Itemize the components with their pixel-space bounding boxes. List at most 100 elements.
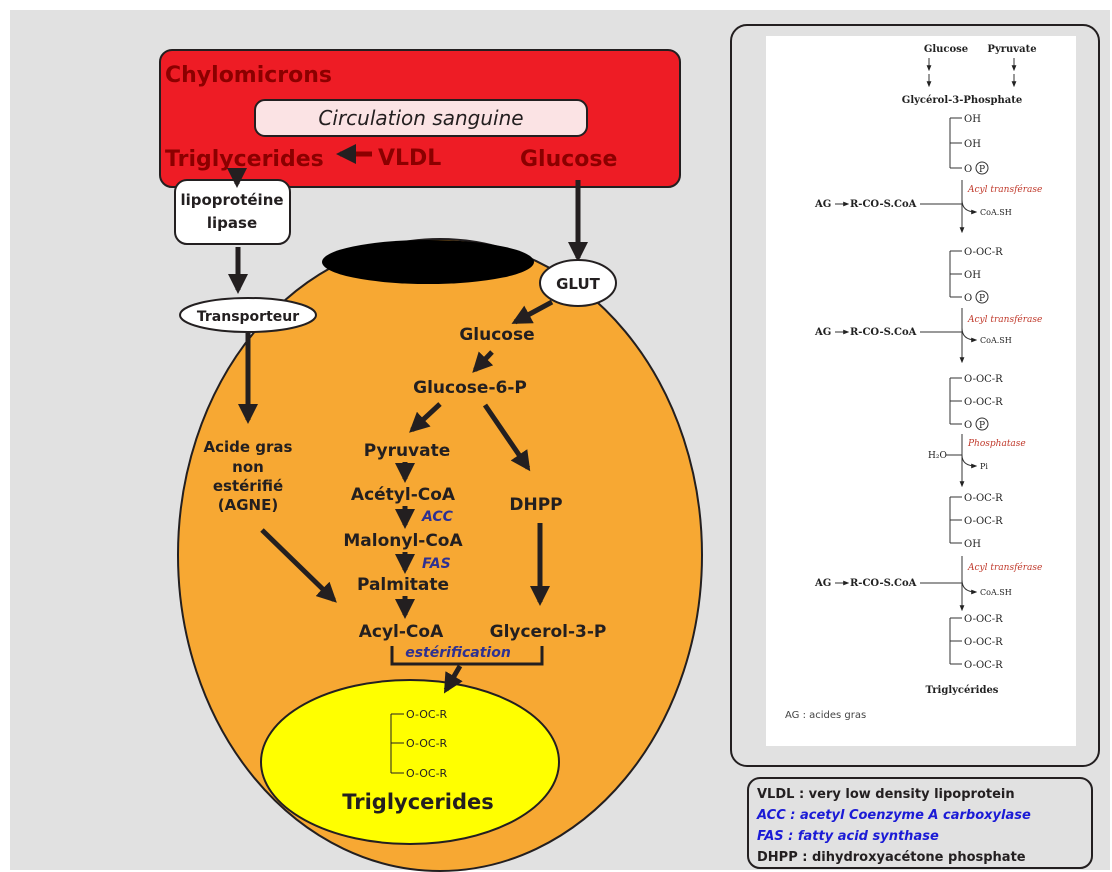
r-step4-coash-arrow xyxy=(961,579,978,595)
r-step4-coash: CoA.SH xyxy=(980,588,1012,597)
arrow-glucose-g6p xyxy=(472,350,494,373)
malonylcoa-label: Malonyl-CoA xyxy=(343,531,463,551)
r-step1-enzyme: Acyl transférase xyxy=(967,184,1042,195)
r-structure-3 xyxy=(949,377,962,425)
r-s5-line2: O-OC-R xyxy=(964,637,1003,648)
left-diagram: Chylomicrons Circulation sanguine Trigly… xyxy=(159,49,703,872)
r-phosphate-circle-3 xyxy=(975,417,989,431)
r-s5-line1: O-OC-R xyxy=(964,614,1003,625)
circulation-label: Circulation sanguine xyxy=(318,106,523,130)
r-phosphate-circle-1 xyxy=(975,161,989,175)
r-phosphate-2: P xyxy=(979,294,985,304)
r-pyruvate-label: Pyruvate xyxy=(987,44,1036,55)
dhpp-label: DHPP xyxy=(509,495,562,515)
pyruvate-label: Pyruvate xyxy=(364,441,451,461)
r-step1-rcoscoa: R-CO-S.CoA xyxy=(850,199,917,210)
r-s3-line2: O-OC-R xyxy=(964,397,1003,408)
lipid-droplet xyxy=(260,679,560,845)
glut-ellipse xyxy=(539,259,617,307)
r-structure-1 xyxy=(949,117,962,169)
r-step3-enzyme: Phosphatase xyxy=(967,439,1026,449)
r-step2-rcoscoa: R-CO-S.CoA xyxy=(850,327,917,338)
glucose6p-label: Glucose-6-P xyxy=(413,378,527,398)
acetylcoa-label: Acétyl-CoA xyxy=(351,485,456,505)
r-s5-line3: O-OC-R xyxy=(964,660,1003,671)
r-s3-line1: O-OC-R xyxy=(964,374,1003,385)
r-s3-line3: O xyxy=(964,420,972,431)
r-step3-h2o: H₂O xyxy=(928,451,947,461)
r-structure-4 xyxy=(949,496,962,544)
r-step2-coash: CoA.SH xyxy=(980,336,1012,345)
legend-frame xyxy=(747,777,1093,869)
vldl-label: VLDL xyxy=(378,146,441,171)
right-panel: Glucose Pyruvate Glycérol-3-Phosphate OH… xyxy=(730,24,1100,767)
r-s4-line1: O-OC-R xyxy=(964,493,1003,504)
circulation-box xyxy=(254,99,588,137)
r-phosphate-1: P xyxy=(979,165,985,175)
r-phosphate-3: P xyxy=(979,421,985,431)
legend-dhpp: DHPP : dihydroxyacétone phosphate xyxy=(757,850,1026,865)
r-glucose-label: Glucose xyxy=(924,44,968,55)
r-step2-ag: AG xyxy=(814,327,831,338)
arrow-g6p-pyruvate xyxy=(409,402,442,433)
chylomicrons-label: Chylomicrons xyxy=(165,63,332,88)
r-step3-pi-arrow xyxy=(961,454,978,469)
r-triglycerides-label: Triglycérides xyxy=(926,685,999,696)
triglycerides-top-label: Triglycerides xyxy=(165,147,324,172)
r-step4-ag: AG xyxy=(814,578,831,589)
triglycerides-bottom-label: Triglycerides xyxy=(342,790,494,814)
tg-ester-1: O-OC-R xyxy=(406,708,448,721)
abbreviation-legend: VLDL : very low density lipoprotein ACC … xyxy=(747,777,1093,869)
r-s2-line3: O xyxy=(964,293,972,304)
glucose-top-label: Glucose xyxy=(520,147,617,172)
r-structure-2 xyxy=(949,250,962,298)
legend-vldl: VLDL : very low density lipoprotein xyxy=(757,787,1015,802)
r-phosphate-circle-2 xyxy=(975,290,989,304)
fas-enzyme-label: FAS xyxy=(422,556,451,572)
arrow-g6p-dhpp xyxy=(482,403,531,472)
transporteur-label: Transporteur xyxy=(197,309,299,325)
esterification-bracket xyxy=(390,646,544,666)
acylcoa-label: Acyl-CoA xyxy=(359,622,444,642)
r-step3-pi: Pi xyxy=(980,462,988,471)
r-step1-coash-arrow xyxy=(961,199,978,215)
agne-label-4: (AGNE) xyxy=(218,496,278,514)
tg-structure-lines xyxy=(390,713,404,774)
r-s4-line3: OH xyxy=(964,539,981,550)
r-step1-coash: CoA.SH xyxy=(980,208,1012,217)
arrow-esterification-tg xyxy=(443,664,463,694)
legend-acc: ACC : acetyl Coenzyme A carboxylase xyxy=(756,808,1031,823)
r-s4-line2: O-OC-R xyxy=(964,516,1003,527)
palmitate-label: Palmitate xyxy=(357,575,449,595)
acc-enzyme-label: ACC xyxy=(421,509,454,525)
r-step2-enzyme: Acyl transférase xyxy=(967,314,1042,325)
r-s1-line3: O xyxy=(964,164,972,175)
lipase-label-2: lipase xyxy=(207,214,257,232)
glycerol3p-label: Glycerol-3-P xyxy=(490,622,607,642)
r-step2-coash-arrow xyxy=(961,327,978,343)
r-step1-ag: AG xyxy=(814,199,831,210)
r-structure-5 xyxy=(949,617,962,665)
arrow-glut-glucose xyxy=(511,299,554,325)
legend-fas: FAS : fatty acid synthase xyxy=(757,829,939,844)
agne-label-2: non xyxy=(232,458,264,476)
pathway-sheet xyxy=(766,36,1076,746)
r-step4-rcoscoa: R-CO-S.CoA xyxy=(850,578,917,589)
glucose-in-label: Glucose xyxy=(459,325,534,345)
r-step4-enzyme: Acyl transférase xyxy=(967,562,1042,573)
tg-ester-3: O-OC-R xyxy=(406,767,448,780)
glut-label: GLUT xyxy=(556,275,601,293)
r-s2-line1: O-OC-R xyxy=(964,247,1003,258)
r-ag-note: AG : acides gras xyxy=(785,710,866,721)
transporteur-ellipse xyxy=(179,297,317,333)
r-s2-line2: OH xyxy=(964,270,981,281)
esterification-label: estérification xyxy=(405,645,511,661)
tg-ester-2: O-OC-R xyxy=(406,737,448,750)
nucleus xyxy=(322,240,534,284)
r-s1-line2: OH xyxy=(964,139,981,150)
lipase-label-1: lipoprotéine xyxy=(180,191,283,209)
r-glycerol3p-label: Glycérol-3-Phosphate xyxy=(902,95,1022,106)
agne-label-3: estérifié xyxy=(213,477,283,495)
r-s1-line1: OH xyxy=(964,114,981,125)
